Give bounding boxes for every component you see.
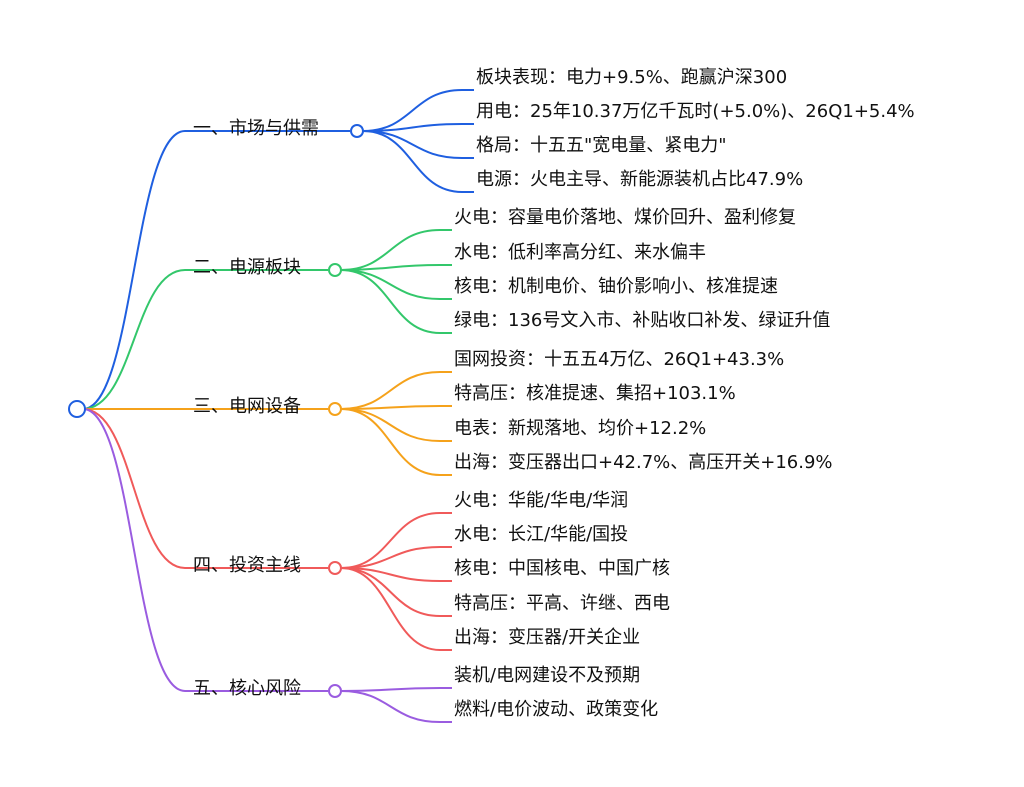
leaf-node-label: 电表：新规落地、均价+12.2%: [454, 418, 707, 439]
leaf-connector: [340, 405, 452, 410]
leaf-connector: [340, 269, 452, 334]
branch-node-dot: [328, 684, 342, 698]
leaf-connector: [362, 130, 474, 193]
leaf-connector: [340, 690, 452, 723]
leaf-connector: [340, 408, 452, 442]
leaf-connector: [340, 567, 452, 582]
leaf-connector: [340, 229, 452, 271]
leaf-connector: [340, 687, 452, 692]
leaf-connector: [340, 371, 452, 410]
leaf-node-label: 用电：25年10.37万亿千瓦时(+5.0%)、26Q1+5.4%: [476, 101, 915, 122]
leaf-connector: [340, 567, 452, 617]
branch-node-label: 二、电源板块: [193, 257, 301, 278]
branch-node-label: 四、投资主线: [193, 555, 301, 576]
leaf-connector: [362, 130, 474, 159]
leaf-connector: [340, 567, 452, 651]
branch-node-label: 五、核心风险: [193, 678, 301, 699]
leaf-node-label: 燃料/电价波动、政策变化: [454, 699, 659, 720]
leaf-connector: [340, 264, 452, 271]
leaf-node-label: 格局：十五五"宽电量、紧电力": [476, 135, 727, 156]
leaf-node-label: 水电：长江/华能/国投: [454, 524, 629, 545]
leaf-node-label: 装机/电网建设不及预期: [454, 665, 641, 686]
leaf-connector: [362, 89, 474, 132]
branch-connector: [82, 408, 328, 569]
branch-node-label: 三、电网设备: [193, 396, 301, 417]
leaf-node-label: 绿电：136号文入市、补贴收口补发、绿证升值: [454, 310, 831, 331]
leaf-connector: [340, 512, 452, 569]
leaf-node-label: 核电：机制电价、铀价影响小、核准提速: [454, 276, 778, 297]
leaf-node-label: 核电：中国核电、中国广核: [454, 558, 670, 579]
branch-connector: [82, 130, 350, 410]
leaf-node-label: 特高压：核准提速、集招+103.1%: [454, 383, 736, 404]
branch-node-dot: [328, 561, 342, 575]
leaf-connector: [340, 269, 452, 300]
leaf-node-label: 电源：火电主导、新能源装机占比47.9%: [476, 169, 804, 190]
leaf-node-label: 火电：容量电价落地、煤价回升、盈利修复: [454, 207, 796, 228]
leaf-node-label: 出海：变压器出口+42.7%、高压开关+16.9%: [454, 452, 833, 473]
leaf-node-label: 国网投资：十五五4万亿、26Q1+43.3%: [454, 349, 785, 370]
leaf-node-label: 板块表现：电力+9.5%、跑赢沪深300: [476, 67, 788, 88]
leaf-connector: [340, 546, 452, 569]
branch-node-label: 一、市场与供需: [193, 118, 319, 139]
leaf-node-label: 出海：变压器/开关企业: [454, 627, 641, 648]
branch-connector: [82, 269, 328, 410]
leaf-connector: [340, 408, 452, 476]
branch-connector: [82, 408, 328, 692]
leaf-node-label: 火电：华能/华电/华润: [454, 490, 629, 511]
root-node-dot: [68, 400, 86, 418]
branch-node-dot: [328, 402, 342, 416]
branch-node-dot: [328, 263, 342, 277]
branch-node-dot: [350, 124, 364, 138]
leaf-node-label: 水电：低利率高分红、来水偏丰: [454, 242, 706, 263]
leaf-node-label: 特高压：平高、许继、西电: [454, 593, 670, 614]
leaf-connector: [362, 123, 474, 132]
